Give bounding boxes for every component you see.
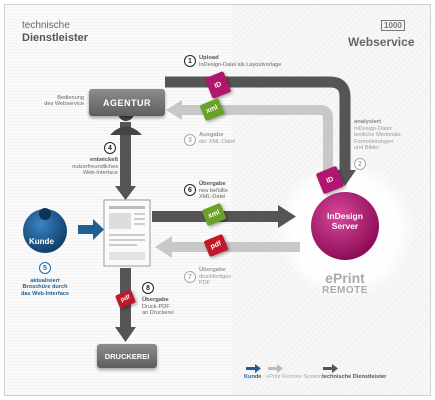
kunde-label: Kunde: [29, 237, 54, 246]
step-6-number: 6: [184, 184, 196, 196]
legend-kunde: Kunde: [244, 374, 262, 380]
step-4-title: entwickelt: [89, 157, 118, 163]
arrow-develop: [120, 122, 131, 187]
arrow-upload: [165, 76, 351, 172]
eprint-title: ePrint: [325, 270, 365, 286]
kunde-person-head: [39, 208, 51, 220]
person-body: [110, 126, 142, 135]
legend-kunde-arrow: [246, 367, 256, 370]
agentur-box: AGENTUR: [89, 89, 165, 116]
step-1-number: 1: [184, 55, 196, 67]
step-3-number: 3: [184, 134, 196, 146]
step-1-text: InDesign-Datei als Layoutvorlage: [199, 62, 282, 68]
arrow-print-head: [115, 327, 136, 342]
arrow-xml-head: [278, 205, 296, 228]
arrow-pdf-return: [170, 242, 300, 252]
legend-eprint: ePrint Remote System: [266, 374, 322, 380]
header-right-title: Webservice: [348, 35, 415, 49]
step-4-number: 4: [104, 142, 116, 154]
step-5-number: 5: [39, 262, 51, 274]
step-8-title: Übergabe: [142, 297, 169, 303]
step-3-title: Ausgabe: [199, 132, 224, 138]
arrow-develop-head: [115, 186, 136, 200]
step-8-number: 8: [142, 282, 154, 294]
arrow-kunde: [78, 225, 94, 234]
step-7-title: Übergabe: [199, 267, 226, 273]
header-left-line1: technische: [22, 20, 70, 31]
step-2-text: InDesign-Datei:textliche Merkmale,Format…: [354, 126, 403, 152]
druckerei-box: DRUCKEREI: [97, 344, 157, 368]
legend-dienstleister: technische Dienstleister: [322, 374, 387, 380]
kunde-circle: [23, 209, 67, 253]
legend-eprint-arrow: [268, 367, 278, 370]
header-logo: 1000: [381, 20, 405, 32]
step-6-title: Übergabe: [199, 181, 226, 187]
legend-dienstleister-arrow: [323, 367, 333, 370]
arrow-ausgabe-head: [166, 100, 182, 120]
eprint-subtitle: REMOTE: [322, 285, 368, 296]
step-2-number: 2: [354, 158, 366, 170]
server-circle: [311, 192, 379, 260]
arrow-kunde-head: [93, 219, 104, 240]
header-left-line2: Dienstleister: [22, 32, 89, 44]
step-3-text: der XML-Datei: [199, 139, 236, 145]
step-1-title: Upload: [199, 55, 219, 61]
arrow-ausgabe: [180, 105, 333, 172]
step-2-title: analysiert: [354, 119, 382, 125]
arrow-pdf-head: [155, 236, 172, 258]
step-7-number: 7: [184, 271, 196, 283]
